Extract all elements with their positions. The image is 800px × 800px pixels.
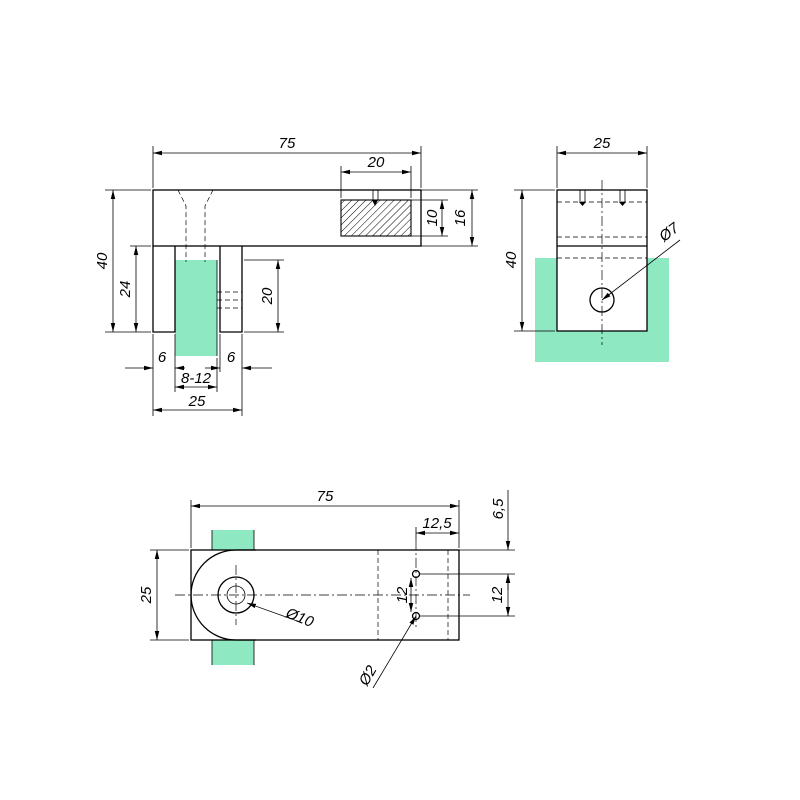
- dim-pin-spacing-outer: 12: [489, 586, 506, 603]
- glass-panel-side: [535, 258, 669, 362]
- dim-hole-diameter: Ø7: [655, 219, 683, 246]
- rounded-end: [190, 549, 256, 641]
- countersink-hidden: [177, 189, 214, 262]
- dim-side-height: 40: [503, 251, 520, 268]
- dim-screw-span: 20: [259, 287, 276, 305]
- right-jaw: [219, 246, 243, 333]
- dim-overall-length: 75: [279, 135, 296, 152]
- dim-upper-height: 16: [452, 209, 469, 226]
- glass-panel: [175, 260, 217, 356]
- dim-pin-spacing: 12: [394, 586, 411, 603]
- pin-hole-top: [411, 569, 421, 579]
- dim-offset-x: 12,5: [422, 515, 452, 532]
- dim-clamp-width: 25: [188, 393, 206, 410]
- dim-slot-height: 10: [424, 209, 441, 226]
- glass-top: [212, 530, 254, 550]
- dim-offset-y: 6,5: [490, 498, 507, 520]
- left-jaw: [152, 246, 176, 333]
- dim-bore-diameter: Ø10: [282, 604, 316, 631]
- slot-section: [340, 199, 412, 237]
- bore-outer: [217, 576, 255, 614]
- dim-jaw-right: 6: [227, 349, 236, 366]
- bore-inner: [226, 585, 246, 605]
- upper-bar: [152, 189, 422, 247]
- front-view: 75 20 10 16 40 24 20: [94, 135, 478, 416]
- dim-total-height: 40: [94, 252, 111, 269]
- dim-side-width: 25: [593, 135, 611, 152]
- dim-jaw-left: 6: [158, 349, 167, 366]
- glass-bottom: [212, 640, 254, 665]
- dim-plan-length: 75: [317, 488, 334, 505]
- dim-clamp-height: 24: [117, 281, 134, 299]
- plan-view: Ø10 Ø2 75 12,5 6,5 12 12 25: [138, 488, 515, 690]
- dim-glass-range: 8-12: [181, 370, 212, 387]
- dim-slot-length: 20: [367, 154, 385, 171]
- dim-pin-diameter: Ø2: [355, 662, 381, 689]
- side-view: Ø7 25 40: [503, 135, 683, 362]
- dim-plan-width: 25: [138, 586, 155, 604]
- side-hole: [589, 287, 615, 313]
